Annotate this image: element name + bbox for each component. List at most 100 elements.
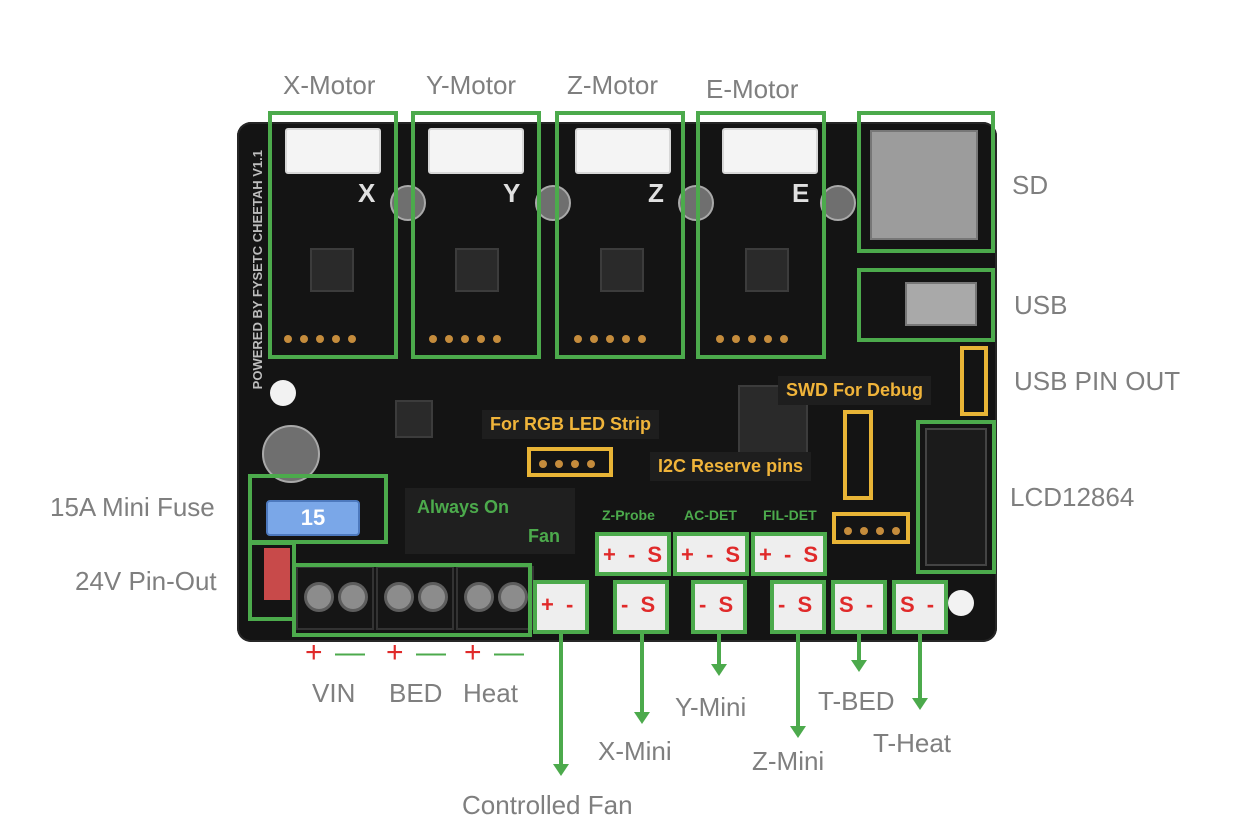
x-driver-pins [280, 330, 360, 348]
y-driver-pins [425, 330, 505, 348]
y-driver-chip [455, 248, 499, 292]
always-on-fan-panel [405, 488, 575, 554]
controlled-fan-label: Controlled Fan [462, 790, 633, 820]
y-motor-box [411, 111, 541, 359]
z-mini-arrow-line [796, 634, 800, 726]
pin-mark: + - S [759, 542, 822, 567]
x-motor-label: X-Motor [283, 70, 376, 100]
x-motor-connector [285, 128, 381, 174]
mounting-hole [270, 380, 296, 406]
x-motor-box [268, 111, 398, 359]
mounting-hole [948, 590, 974, 616]
pin-mark: S - [900, 592, 938, 617]
e-motor-connector [722, 128, 818, 174]
y-motor-connector [428, 128, 524, 174]
z-mini-label: Z-Mini [752, 746, 825, 776]
x-mini-arrow-head [634, 712, 650, 724]
fil-det-connector [751, 532, 827, 576]
z-driver-chip [600, 248, 644, 292]
main-capacitor [262, 425, 320, 483]
ac-det-connector [673, 532, 749, 576]
usb-label: USB [1014, 290, 1068, 320]
sd-box [857, 111, 995, 253]
pin-mark: - S [621, 592, 659, 617]
z-motor-label: Z-Motor [567, 70, 658, 100]
usb-pin-out-label: USB PIN OUT [1014, 366, 1181, 396]
usb-box [857, 268, 995, 342]
pin-mark: + - [541, 592, 577, 617]
fil-det-label: FIL-DET [763, 507, 817, 523]
y-motor-label: Y-Motor [426, 70, 517, 100]
y-mini-arrow-head [711, 664, 727, 676]
z-probe-connector [595, 532, 671, 576]
heat-minus: — [494, 636, 524, 669]
b-temp-connector [831, 580, 887, 634]
heat-plus: + [464, 636, 482, 669]
pin-mark: - S [778, 592, 816, 617]
fuse-label: 15A Mini Fuse [50, 492, 215, 522]
sd-card-slot [870, 130, 978, 240]
lcd-header [925, 428, 987, 566]
pin-mark: + - S [681, 542, 744, 567]
bed-minus: — [416, 636, 446, 669]
fuse: 15 [266, 500, 360, 536]
lcd-box [916, 420, 996, 574]
usb-pin-out-box [960, 346, 988, 416]
driver-letter-z: Z [648, 178, 664, 208]
pin-mark: + - S [603, 542, 666, 567]
i2c-label: I2C Reserve pins [650, 452, 812, 481]
z-probe-label: Z-Probe [602, 507, 655, 523]
capacitor [820, 185, 856, 221]
x-driver-chip [310, 248, 354, 292]
vin-label: VIN [312, 678, 356, 708]
always-on-label: Always On [417, 497, 510, 517]
capacitor [535, 185, 571, 221]
fan-arrow-head [553, 764, 569, 776]
e-motor-label: E-Motor [706, 74, 799, 104]
pin-out-label: 24V Pin-Out [75, 566, 217, 596]
lcd-label: LCD12864 [1010, 482, 1135, 512]
usb-port [905, 282, 977, 326]
bed-label: BED [389, 678, 443, 708]
x-min-connector [613, 580, 669, 634]
heat-label: Heat [463, 678, 518, 708]
pin-mark: S - [839, 592, 877, 617]
y-min-connector [691, 580, 747, 634]
fan-connector [533, 580, 589, 634]
t-heat-arrow-head [912, 698, 928, 710]
fan-arrow-line [559, 634, 563, 764]
x-mini-label: X-Mini [598, 736, 672, 766]
z-motor-box [555, 111, 685, 359]
bed-plus: + [386, 636, 404, 669]
z-min-connector [770, 580, 826, 634]
i2c-box [832, 512, 910, 544]
e-driver-pins [712, 330, 792, 348]
e-temp-connector [892, 580, 948, 634]
t-heat-label: T-Heat [873, 728, 952, 758]
inductor [395, 400, 433, 438]
vin-plus: + [305, 636, 323, 669]
ac-det-label: AC-DET [684, 507, 737, 523]
pin-out-header [264, 548, 290, 600]
board-side-text: POWERED BY FYSETC CHEETAH V1.1 [250, 150, 265, 390]
pin-out-box [248, 541, 296, 621]
y-mini-label: Y-Mini [675, 692, 747, 722]
fuse-box [248, 474, 388, 544]
swd-label: SWD For Debug [778, 376, 931, 405]
z-driver-pins [570, 330, 650, 348]
sd-label: SD [1012, 170, 1049, 200]
e-driver-chip [745, 248, 789, 292]
t-bed-arrow-line [857, 634, 861, 660]
z-mini-arrow-head [790, 726, 806, 738]
pin-mark: - S [699, 592, 737, 617]
bed-terminal [376, 566, 454, 630]
power-terminal-box [292, 563, 532, 637]
driver-letter-e: E [792, 178, 810, 208]
z-motor-connector [575, 128, 671, 174]
vin-minus: — [335, 636, 365, 669]
driver-letter-y: Y [503, 178, 521, 208]
t-heat-arrow-line [918, 634, 922, 698]
e-motor-box [696, 111, 826, 359]
x-mini-arrow-line [640, 634, 644, 712]
y-mini-arrow-line [717, 634, 721, 664]
